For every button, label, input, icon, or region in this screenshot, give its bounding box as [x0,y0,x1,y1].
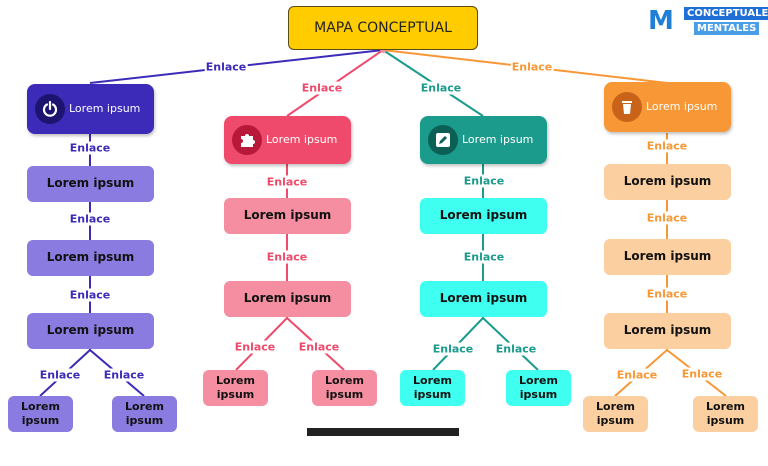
link-label: Enlace [102,368,146,382]
pencil-icon [428,125,458,155]
concept-head-1[interactable]: Lorem ipsum [27,84,154,134]
leaf-node[interactable]: Lorem ipsum [693,396,758,432]
concept-head-label: Lorem ipsum [462,132,534,146]
link-label: Enlace [645,139,689,153]
watermark-bar [307,428,459,436]
concept-node[interactable]: Lorem ipsum [27,166,154,202]
concept-node[interactable]: Lorem ipsum [420,198,547,234]
trash-icon [612,92,642,122]
link-label: Enlace [233,340,277,354]
link-label: Enlace [680,367,724,381]
link-label: Enlace [419,81,463,95]
logo-text-bottom: MENTALES [694,22,760,35]
link-label: Enlace [68,212,112,226]
concept-node[interactable]: Lorem ipsum [27,240,154,276]
map-title: MAPA CONCEPTUAL [288,6,478,50]
concept-head-3[interactable]: Lorem ipsum [420,116,547,164]
puzzle-icon [232,125,262,155]
concept-node[interactable]: Lorem ipsum [27,313,154,349]
leaf-node[interactable]: Lorem ipsum [8,396,73,432]
link-label: Enlace [510,60,554,74]
concept-head-4[interactable]: Lorem ipsum [604,82,731,132]
leaf-node[interactable]: Lorem ipsum [112,396,177,432]
concept-node[interactable]: Lorem ipsum [420,281,547,317]
concept-head-label: Lorem ipsum [69,101,141,115]
link-label: Enlace [300,81,344,95]
concept-node[interactable]: Lorem ipsum [224,281,351,317]
leaf-node[interactable]: Lorem ipsum [400,370,465,406]
leaf-node[interactable]: Lorem ipsum [203,370,268,406]
link-label: Enlace [494,342,538,356]
link-label: Enlace [645,287,689,301]
link-label: Enlace [645,211,689,225]
link-label: Enlace [462,174,506,188]
concept-head-2[interactable]: Lorem ipsum [224,116,351,164]
link-label: Enlace [265,175,309,189]
link-label: Enlace [297,340,341,354]
concept-node[interactable]: Lorem ipsum [224,198,351,234]
link-label: Enlace [265,250,309,264]
concept-node[interactable]: Lorem ipsum [604,164,731,200]
leaf-node[interactable]: Lorem ipsum [506,370,571,406]
logo: M CONCEPTUALES MENTALES [648,6,768,36]
link-label: Enlace [204,60,248,74]
leaf-node[interactable]: Lorem ipsum [583,396,648,432]
concept-head-label: Lorem ipsum [646,99,718,113]
concept-node[interactable]: Lorem ipsum [604,239,731,275]
link-label: Enlace [431,342,475,356]
power-icon [35,94,65,124]
link-label: Enlace [38,368,82,382]
concept-head-label: Lorem ipsum [266,132,338,146]
logo-text-top: CONCEPTUALES [684,7,768,20]
leaf-node[interactable]: Lorem ipsum [312,370,377,406]
concept-node[interactable]: Lorem ipsum [604,313,731,349]
link-label: Enlace [68,288,112,302]
link-label: Enlace [462,250,506,264]
link-label: Enlace [615,368,659,382]
logo-mark: M [648,6,674,36]
link-label: Enlace [68,141,112,155]
